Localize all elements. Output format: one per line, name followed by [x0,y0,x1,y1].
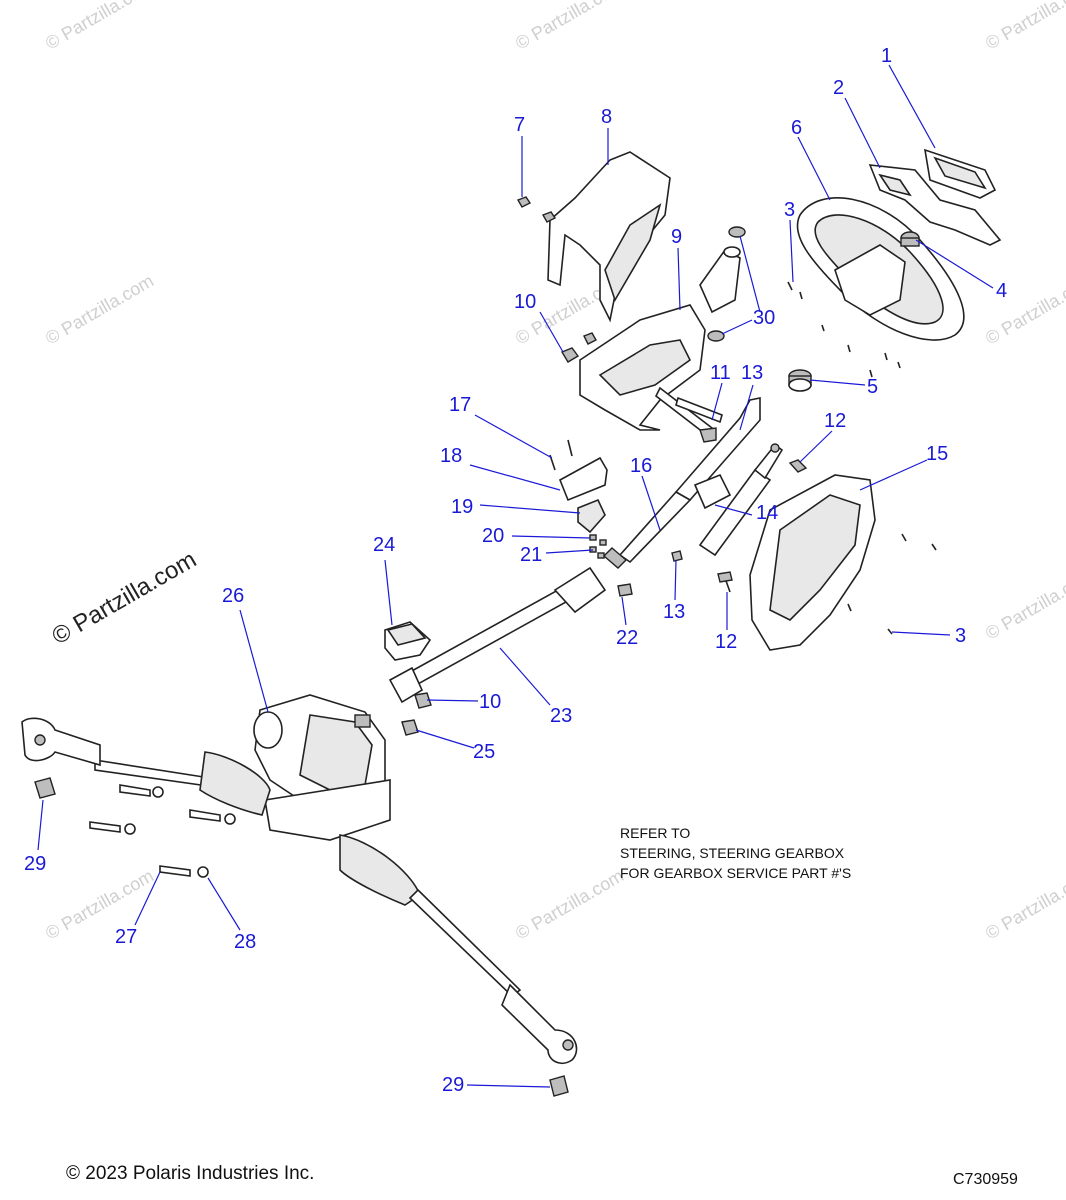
column-mount-bracket-part [579,246,741,431]
callout-11: 11 [710,362,731,384]
callouts: 1 2 3 3 4 5 6 7 8 9 10 10 11 12 12 13 13… [24,45,1007,1096]
bolt-part [654,386,723,443]
callout-10: 10 [479,691,501,713]
watermark: © Partzilla.com [42,865,157,943]
callout-7: 7 [514,114,525,136]
callout-13: 13 [741,362,763,384]
callout-5: 5 [867,376,878,398]
note-line: FOR GEARBOX SERVICE PART #'S [620,865,852,881]
line-art [21,148,1002,1097]
leader-lines [37,64,994,1088]
watermark: © Partzilla.com [42,0,157,53]
column-cover-lower-part [749,474,937,651]
watermark: © Partzilla.com [982,270,1066,348]
flange-nut-part [560,332,597,363]
callout-15: 15 [926,443,948,465]
clamp-hardware-part [549,439,608,559]
callout-20: 20 [482,525,504,547]
callout-17: 17 [449,394,471,416]
callout-3: 3 [955,625,966,647]
note-line: STEERING, STEERING GEARBOX [620,845,845,861]
callout-1: 1 [881,45,892,67]
bolts-12-part [717,459,808,593]
callout-6: 6 [791,117,802,139]
callout-10: 10 [514,291,536,313]
tie-rod-nut-part [34,777,569,1097]
steering-gearbox-part [253,694,391,841]
steering-wheel-cover-part [923,148,997,199]
watermark: © Partzilla.com [512,0,627,53]
callout-12: 12 [824,410,846,432]
lower-nuts-part [401,692,432,736]
callout-16: 16 [630,455,652,477]
callout-2: 2 [833,77,844,99]
callout-28: 28 [234,931,256,953]
nut-part [516,196,557,223]
bolt-22-part [617,583,633,597]
callout-12: 12 [715,631,737,653]
callout-18: 18 [440,445,462,467]
callout-21: 21 [520,544,542,566]
steering-rack-part [21,717,578,1065]
watermark: © Partzilla.com [982,865,1066,943]
callout-29: 29 [24,853,46,875]
intermediate-shaft-part [388,566,607,704]
callout-24: 24 [373,534,395,556]
column-cover-upper-part [547,151,671,323]
callout-19: 19 [451,496,473,518]
callout-27: 27 [115,926,137,948]
steering-wheel-insert-part [868,164,1002,246]
callout-3: 3 [784,199,795,221]
gearbox-bolts-part [89,784,236,878]
wheel-screws-part [787,281,901,378]
steering-wheel-nut-part [900,231,920,247]
watermark: © Partzilla.com [42,270,157,348]
callout-14: 14 [756,502,778,524]
bushing-part [707,226,746,342]
diagram-code: C730959 [953,1171,1018,1188]
grommet-part [788,369,812,392]
watermark: © Partzilla.com [982,0,1066,53]
callout-8: 8 [601,106,612,128]
gearbox-service-note: REFER TO STEERING, STEERING GEARBOX FOR … [620,823,851,883]
watermark: © Partzilla.com [512,865,627,943]
note-line: REFER TO [620,825,691,841]
callout-23: 23 [550,705,572,727]
callout-13: 13 [663,601,685,623]
upper-steering-shaft-part [602,397,761,569]
callout-4: 4 [996,280,1007,302]
steering-wheel-part [796,197,965,341]
callout-29: 29 [442,1074,464,1096]
callout-26: 26 [222,585,244,607]
copyright-text: © 2023 Polaris Industries Inc. [66,1163,315,1184]
watermark-main: © Partzilla.com [48,546,202,650]
watermarks: © Partzilla.com © Partzilla.com © Partzi… [42,0,1066,943]
gas-strut-part [698,443,784,557]
callout-22: 22 [616,627,638,649]
callout-25: 25 [473,741,495,763]
bumper-part [384,621,432,661]
callout-30: 30 [753,307,775,329]
watermark: © Partzilla.com [982,565,1066,643]
callout-9: 9 [671,226,682,248]
